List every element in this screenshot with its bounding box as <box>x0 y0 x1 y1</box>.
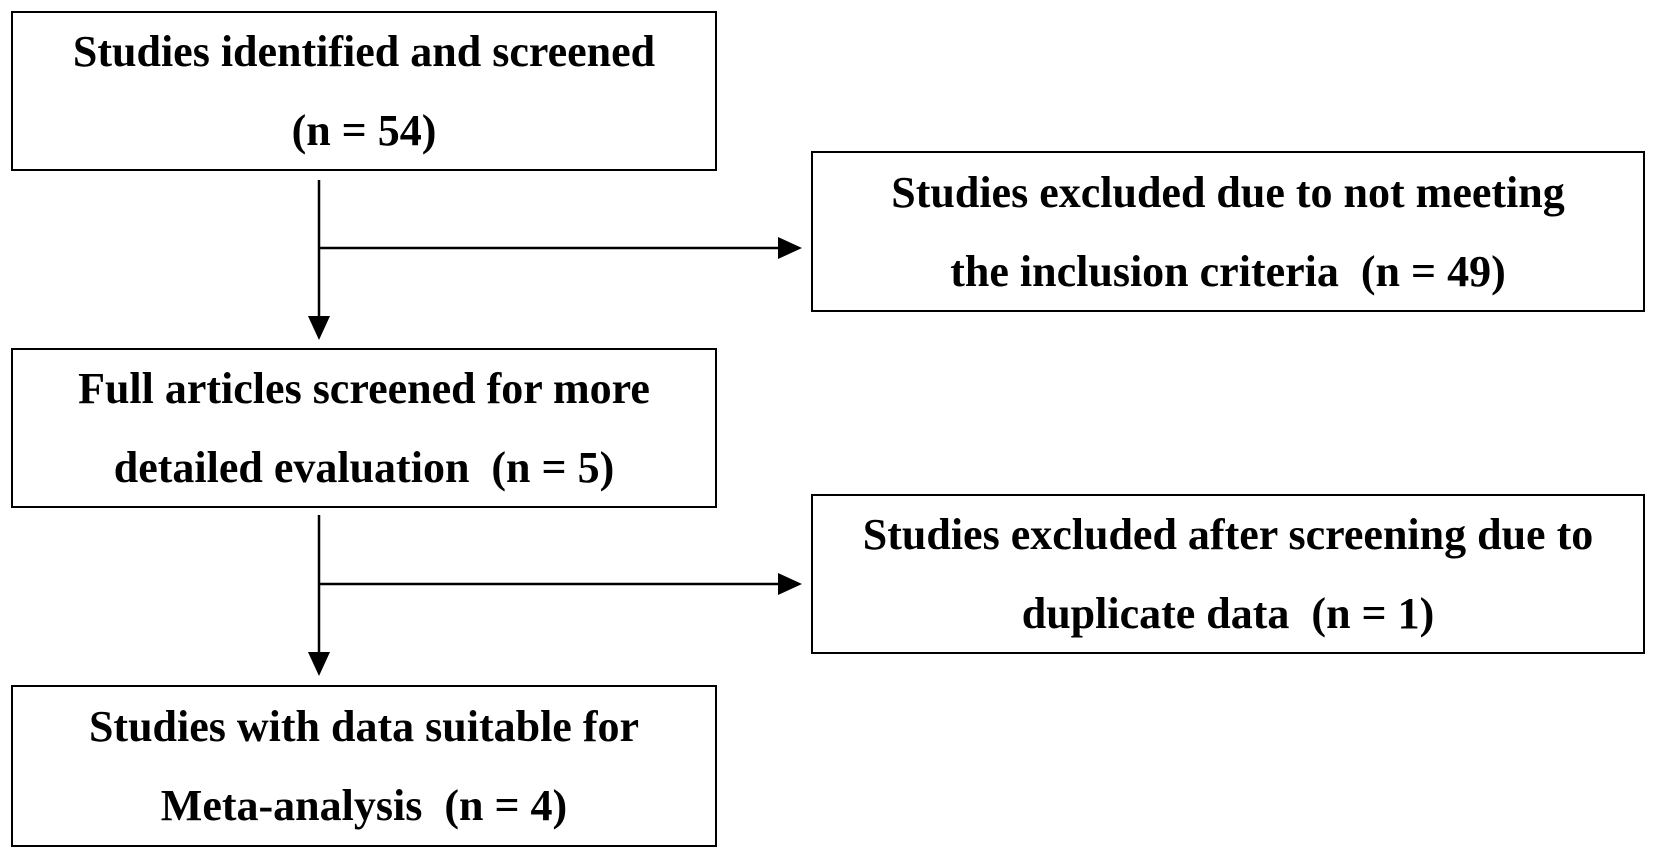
connector-identified-to-full-articles <box>308 180 330 340</box>
connector-to-excluded-criteria <box>319 237 802 259</box>
connector-full-articles-to-included <box>308 515 330 676</box>
box-text-line: detailed evaluation (n = 5) <box>113 443 615 492</box>
arrow-down-icon <box>308 316 330 340</box>
box-studies-included: Studies with data suitable for Meta-anal… <box>11 685 717 847</box>
box-text-line: Full articles screened for more <box>78 364 650 413</box>
box-text-line: Meta-analysis (n = 4) <box>160 781 568 830</box>
arrow-down-icon <box>308 652 330 676</box>
box-text-line: (n = 54) <box>291 106 437 155</box>
box-text-line: Studies excluded after screening due to <box>862 510 1594 559</box>
box-text-line: Studies identified and screened <box>72 27 656 76</box>
connector-to-excluded-duplicate <box>319 573 802 595</box>
box-text-line: duplicate data (n = 1) <box>1021 589 1435 638</box>
box-full-articles-screened: Full articles screened for more detailed… <box>11 348 717 508</box>
box-studies-excluded-criteria: Studies excluded due to not meeting the … <box>811 151 1645 312</box>
box-studies-identified: Studies identified and screened (n = 54) <box>11 11 717 171</box>
arrow-right-icon <box>778 237 802 259</box>
box-text-line: the inclusion criteria (n = 49) <box>950 246 1506 296</box>
box-text-line: Studies excluded due to not meeting <box>891 167 1565 217</box>
box-text-line: Studies with data suitable for <box>88 702 640 751</box>
arrow-right-icon <box>778 573 802 595</box>
box-studies-excluded-duplicate: Studies excluded after screening due to … <box>811 494 1645 654</box>
